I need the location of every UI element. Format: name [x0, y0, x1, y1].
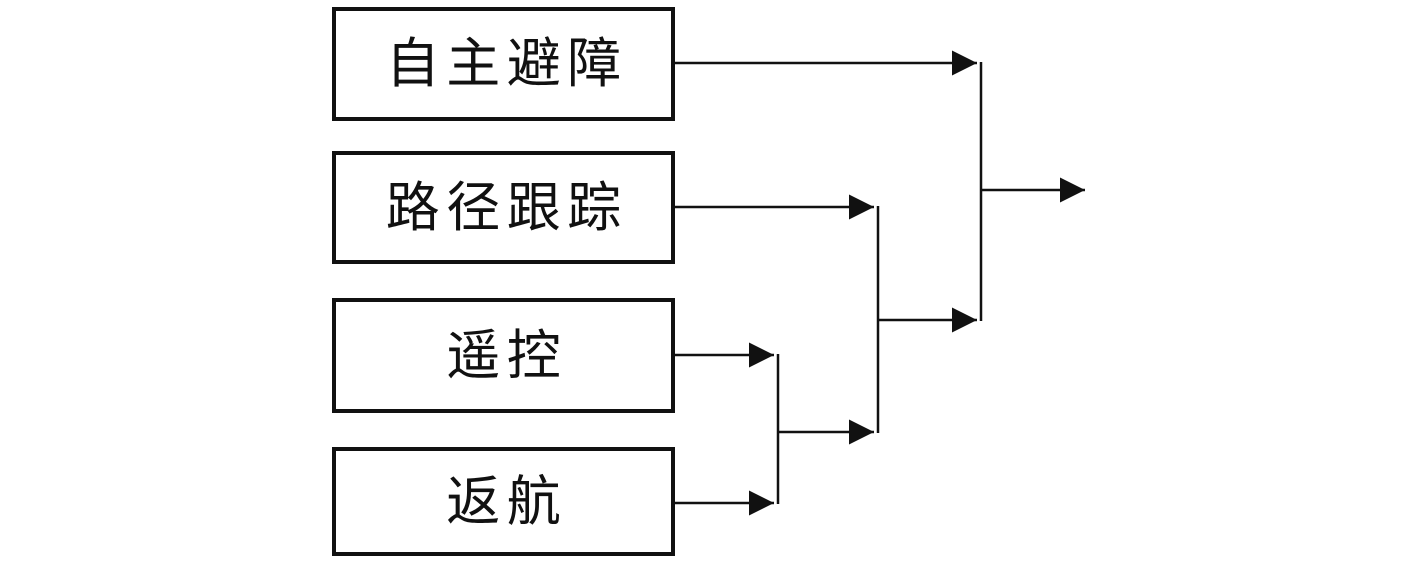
node-autonomous-obstacle-avoidance: 自主避障	[332, 7, 675, 121]
node-remote-control: 遥控	[332, 298, 675, 413]
node-return-home: 返航	[332, 447, 675, 556]
node-label: 路径跟踪	[385, 177, 628, 238]
node-label: 返航	[446, 471, 568, 532]
node-label: 遥控	[446, 325, 568, 386]
node-label: 自主避障	[385, 34, 628, 94]
node-path-tracking: 路径跟踪	[332, 151, 675, 264]
